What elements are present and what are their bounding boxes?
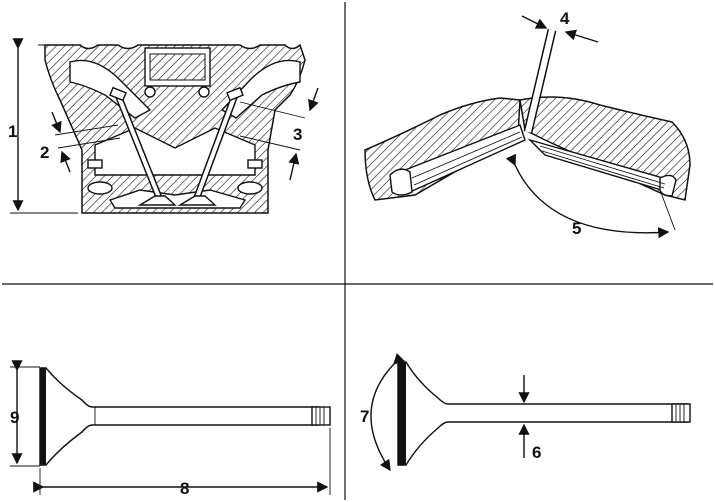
callout-5: 5: [572, 219, 581, 238]
dimension-height-1: [10, 38, 78, 214]
angle-dimension-7: [370, 353, 405, 472]
valve-stem-4: [523, 28, 557, 134]
panel-valve-stem: 7 6: [360, 353, 691, 472]
exhaust-valve-right: [177, 86, 244, 206]
valve-profile-right: [397, 361, 691, 466]
dimension-head-diameter-9: [10, 360, 40, 467]
dimension-3: [239, 87, 319, 181]
dimension-2: [51, 111, 121, 173]
callout-7: 7: [360, 407, 369, 426]
valve-profile-left: [39, 367, 331, 466]
callout-4: 4: [560, 9, 570, 28]
callout-1: 1: [8, 122, 17, 141]
callout-3: 3: [293, 125, 302, 144]
angle-dimension-5: [505, 153, 676, 239]
callout-8: 8: [180, 479, 189, 498]
panel-valve-seat: 4 5: [364, 9, 691, 239]
callout-9: 9: [10, 408, 19, 427]
panel-valve-length: 9 8: [10, 360, 331, 498]
seat-section: [364, 96, 691, 201]
callout-2: 2: [40, 143, 49, 162]
cylinder-head-section: [44, 43, 306, 214]
intake-valve-left: [109, 86, 177, 206]
dimension-overall-length-8: [33, 428, 331, 495]
dimension-4: [521, 15, 599, 43]
callout-6: 6: [532, 443, 541, 462]
panel-cylinder-head: 1 2 3: [8, 38, 319, 214]
